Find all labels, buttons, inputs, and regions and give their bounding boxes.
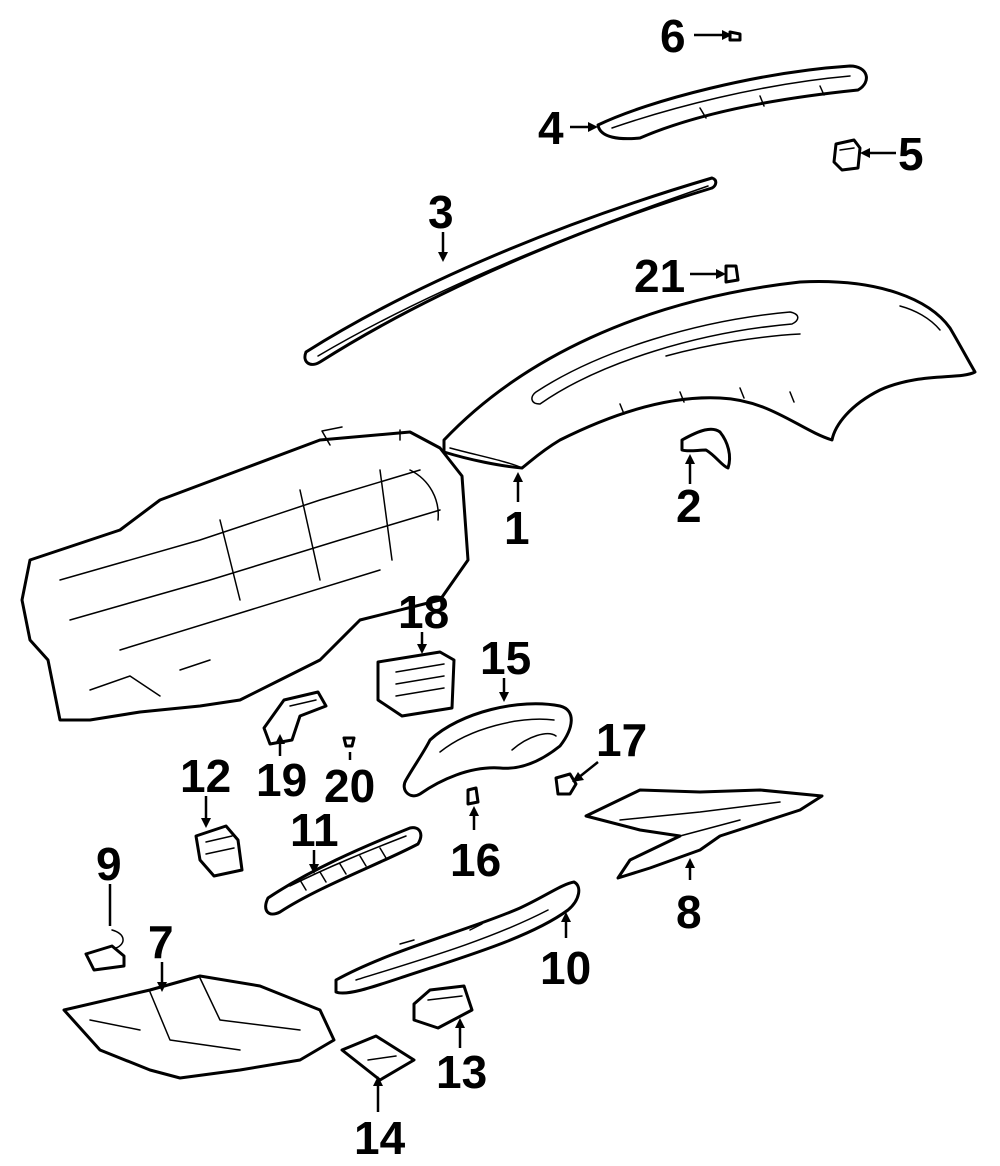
part-13-bracket bbox=[412, 984, 474, 1030]
callout-19: 19 bbox=[256, 754, 307, 806]
callout-14: 14 bbox=[354, 1112, 406, 1164]
part-7-duct bbox=[62, 974, 336, 1080]
part-14-cover bbox=[340, 1034, 416, 1082]
part-18-vent bbox=[376, 650, 456, 718]
part-21-clip bbox=[724, 264, 740, 284]
callout-2: 2 bbox=[676, 480, 702, 532]
callout-8: 8 bbox=[676, 886, 702, 938]
part-6-clip bbox=[728, 30, 742, 42]
callout-5: 5 bbox=[898, 128, 924, 180]
callout-16: 16 bbox=[450, 834, 501, 886]
callout-21: 21 bbox=[634, 250, 685, 302]
callout-10: 10 bbox=[540, 942, 591, 994]
callout-13: 13 bbox=[436, 1046, 487, 1098]
part-12-vent-housing bbox=[194, 824, 244, 878]
part-9-duct-piece bbox=[84, 929, 126, 972]
part-17-clip bbox=[554, 772, 578, 796]
callout-6: 6 bbox=[660, 10, 686, 62]
part-5-bracket bbox=[832, 138, 862, 172]
part-16-pin bbox=[466, 786, 480, 806]
callout-labels: 6 4 5 3 21 1 2 18 15 17 19 20 12 11 16 8… bbox=[96, 10, 924, 1164]
callout-9: 9 bbox=[96, 838, 122, 890]
callout-3: 3 bbox=[428, 186, 454, 238]
callout-11: 11 bbox=[290, 804, 339, 856]
part-2-bracket bbox=[680, 427, 732, 470]
part-15-bezel bbox=[402, 702, 573, 798]
part-3-defroster-strip bbox=[303, 176, 718, 366]
part-10-lower-trim bbox=[334, 880, 581, 995]
callout-12: 12 bbox=[180, 750, 231, 802]
callout-15: 15 bbox=[480, 632, 531, 684]
callout-7: 7 bbox=[148, 916, 174, 968]
instrument-panel-frame bbox=[20, 426, 470, 722]
part-11-knee-bolster bbox=[264, 826, 423, 916]
callout-4: 4 bbox=[538, 102, 564, 154]
leader-lines bbox=[108, 30, 896, 1112]
callout-20: 20 bbox=[324, 760, 375, 812]
part-8-duct bbox=[584, 788, 824, 880]
part-1-panel-cover bbox=[442, 280, 977, 470]
callout-17: 17 bbox=[596, 714, 647, 766]
callout-18: 18 bbox=[398, 586, 449, 638]
part-19-bracket bbox=[262, 690, 328, 746]
callout-1: 1 bbox=[504, 502, 530, 554]
part-4-upper-trim bbox=[596, 64, 868, 141]
part-20-screw bbox=[342, 736, 356, 748]
